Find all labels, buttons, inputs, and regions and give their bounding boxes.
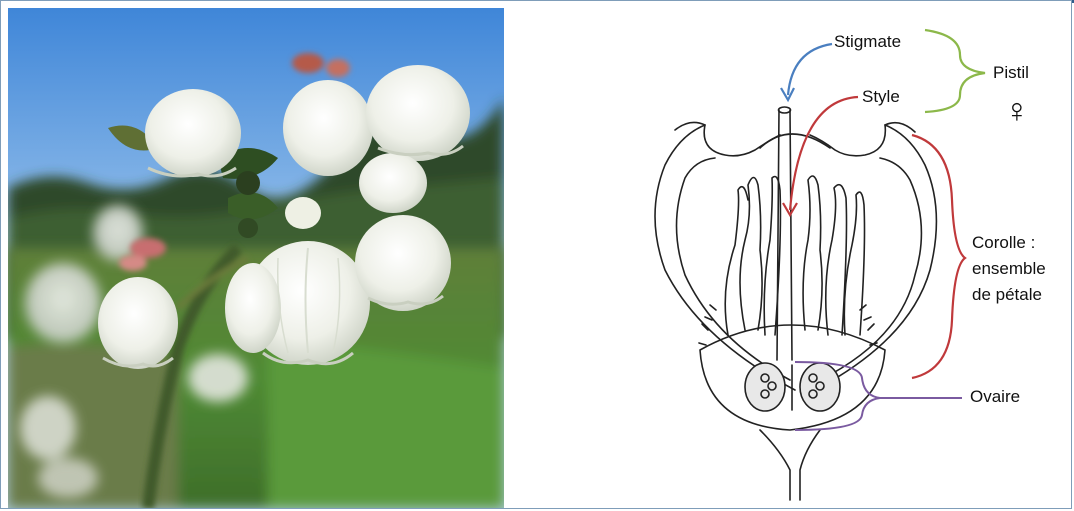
- label-corolle-line1: Corolle :: [972, 233, 1035, 252]
- stigmate-arrow: [788, 44, 832, 95]
- flower-photo-image: [8, 8, 504, 508]
- label-ovaire: Ovaire: [970, 387, 1020, 406]
- label-corolle-line2: ensemble: [972, 259, 1046, 278]
- label-corolle-line3: de pétale: [972, 285, 1042, 304]
- flower-diagram-drawing: Stigmate Style Pistil ♀ Corolle : ensemb…: [510, 8, 1070, 508]
- label-stigmate: Stigmate: [834, 32, 901, 51]
- flower-cross-section: [655, 107, 936, 500]
- style-arrow: [790, 97, 858, 210]
- pistil-brace: [925, 30, 985, 112]
- flower-photo: [8, 8, 504, 508]
- label-pistil: Pistil: [993, 63, 1029, 82]
- label-style: Style: [862, 87, 900, 106]
- flower-diagram: Stigmate Style Pistil ♀ Corolle : ensemb…: [510, 8, 1070, 508]
- female-symbol-icon: ♀: [1004, 92, 1030, 130]
